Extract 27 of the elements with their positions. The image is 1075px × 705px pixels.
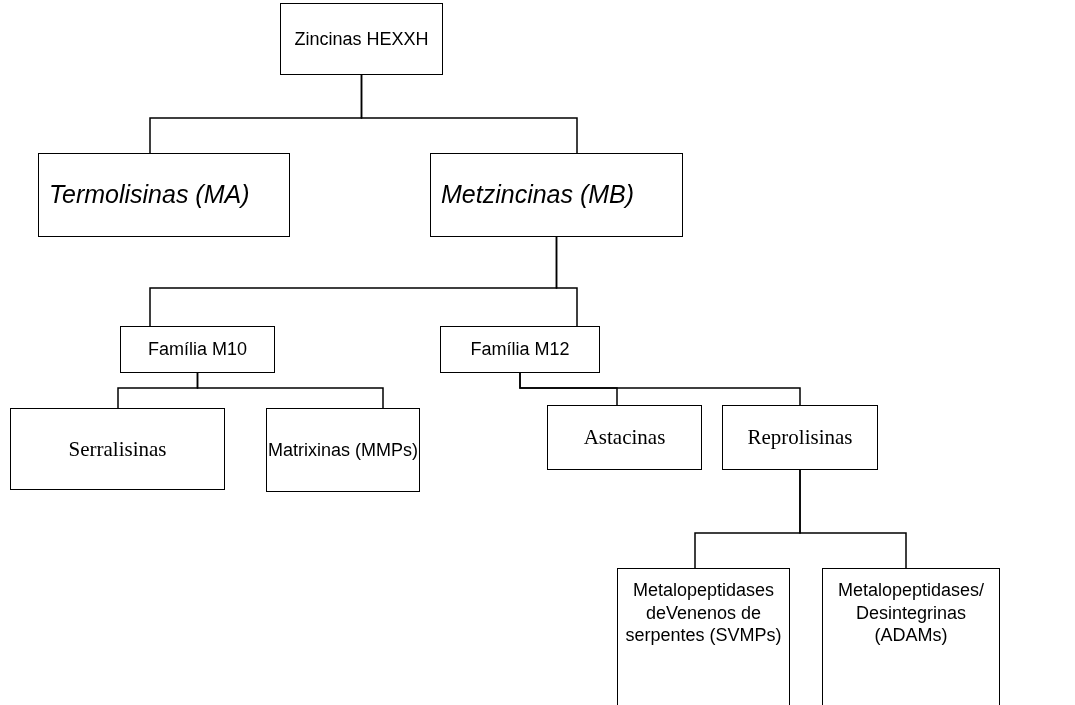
- category-box: [120, 326, 275, 373]
- category-label: Serralisinas: [68, 435, 167, 463]
- connector-line: [360, 74, 578, 154]
- category-label: Metalopeptidases/ Desintegrinas (ADAMs): [836, 579, 986, 647]
- category-label: Metalopeptidases deVenenos de serpentes (SVMPs): [624, 579, 783, 647]
- connector-line: [799, 469, 907, 569]
- category-box: [38, 153, 290, 237]
- category-box: [430, 153, 683, 237]
- category-box: [440, 326, 600, 373]
- connector-line: [555, 236, 578, 327]
- category-label: Reprolisinas: [747, 424, 853, 451]
- category-box: [266, 408, 420, 492]
- category-box: [722, 405, 878, 470]
- category-box: [280, 3, 443, 75]
- category-label: Matrixinas (MMPs): [268, 438, 418, 462]
- category-label: Família M12: [470, 338, 570, 361]
- connector-line: [196, 372, 384, 409]
- category-label: Metzincinas (MB): [441, 179, 635, 211]
- category-box: [10, 408, 225, 490]
- category-label: Família M10: [148, 338, 247, 361]
- category-box: [547, 405, 702, 470]
- category-label: Zincinas HEXXH: [294, 27, 429, 51]
- category-label: Termolisinas (MA): [49, 179, 250, 211]
- category-box: [822, 568, 1000, 705]
- category-box: [617, 568, 790, 705]
- connector-line: [519, 372, 801, 406]
- category-label: Astacinas: [583, 424, 666, 451]
